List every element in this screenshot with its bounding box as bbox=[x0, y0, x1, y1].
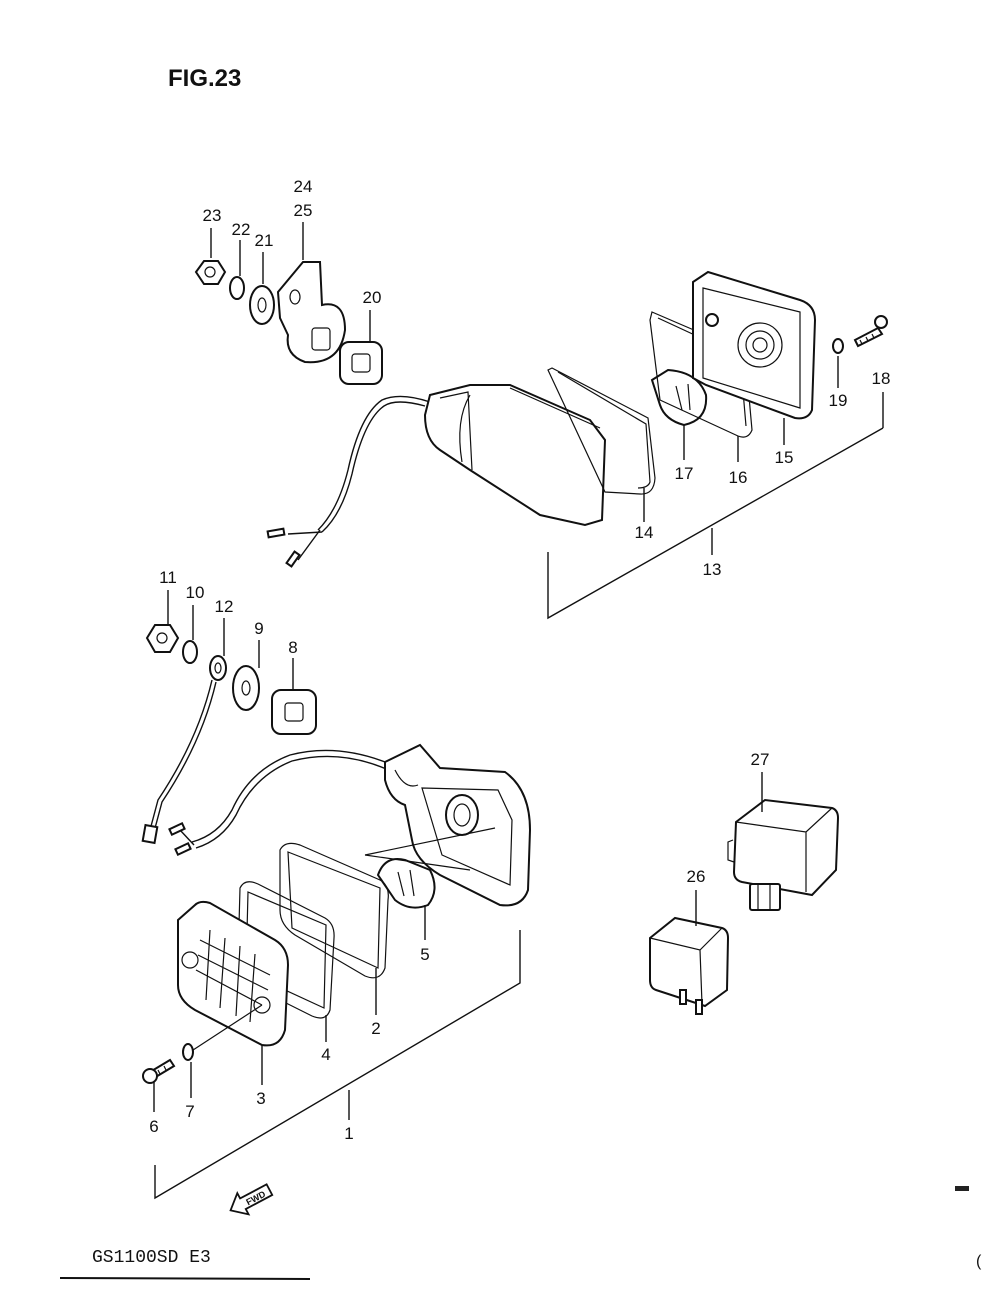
relay-27 bbox=[727, 798, 840, 911]
callout-22: 22 bbox=[232, 220, 251, 239]
lower-turn-signal-assembly bbox=[141, 624, 532, 1084]
callout-2: 2 bbox=[371, 1019, 380, 1038]
lower-leader-lines bbox=[153, 590, 521, 1200]
lens-3 bbox=[177, 900, 290, 1047]
grommet-8 bbox=[271, 689, 317, 735]
callout-24: 24 bbox=[294, 177, 313, 196]
footer-rule bbox=[59, 1277, 311, 1280]
callout-25: 25 bbox=[294, 201, 313, 220]
callout-labels: 1 2 3 4 5 6 7 8 9 10 11 12 13 14 15 16 1… bbox=[149, 177, 890, 1143]
callout-21: 21 bbox=[255, 231, 274, 250]
upper-housing-14 bbox=[423, 384, 607, 527]
washer-19 bbox=[832, 338, 844, 354]
callout-26: 26 bbox=[687, 867, 706, 886]
callout-19: 19 bbox=[829, 391, 848, 410]
bracket-24-25 bbox=[276, 261, 347, 364]
callout-3: 3 bbox=[256, 1089, 265, 1108]
callout-9: 9 bbox=[254, 619, 263, 638]
nut-11 bbox=[145, 624, 180, 653]
washer-21 bbox=[249, 285, 275, 325]
gasket-16 bbox=[649, 311, 753, 438]
callout-8: 8 bbox=[288, 638, 297, 657]
ground-wire bbox=[149, 679, 213, 831]
washer-7 bbox=[182, 1043, 194, 1061]
callout-7: 7 bbox=[185, 1102, 194, 1121]
callout-15: 15 bbox=[775, 448, 794, 467]
upper-wire-harness bbox=[317, 395, 431, 531]
forward-direction-arrow: FWD bbox=[229, 1183, 274, 1216]
callout-17: 17 bbox=[675, 464, 694, 483]
callout-13: 13 bbox=[703, 560, 722, 579]
figure-title: FIG.23 bbox=[168, 65, 241, 92]
model-code: GS1100SD E3 bbox=[92, 1248, 211, 1268]
callout-12: 12 bbox=[215, 597, 234, 616]
terminal-12 bbox=[209, 655, 227, 681]
edge-mark bbox=[955, 1186, 969, 1191]
relay-26 bbox=[649, 916, 730, 1015]
callout-16: 16 bbox=[729, 468, 748, 487]
nut-23 bbox=[194, 260, 227, 285]
callout-4: 4 bbox=[321, 1045, 330, 1064]
upper-leader-lines bbox=[210, 222, 884, 620]
lock-washer-22 bbox=[229, 276, 245, 300]
callout-11: 11 bbox=[159, 568, 177, 587]
callout-20: 20 bbox=[363, 288, 382, 307]
callout-1: 1 bbox=[344, 1124, 353, 1143]
gasket-2 bbox=[279, 842, 389, 979]
callout-6: 6 bbox=[149, 1117, 158, 1136]
callout-14: 14 bbox=[635, 523, 654, 542]
lens-15 bbox=[692, 270, 817, 420]
screw-18 bbox=[853, 326, 884, 348]
upper-turn-signal-assembly bbox=[194, 260, 888, 568]
callout-18: 18 bbox=[872, 369, 891, 388]
lock-washer-10 bbox=[182, 640, 198, 664]
lower-wire-harness bbox=[191, 749, 396, 843]
callout-5: 5 bbox=[420, 945, 429, 964]
grommet-20 bbox=[339, 341, 383, 385]
callout-10: 10 bbox=[186, 583, 205, 602]
callout-27: 27 bbox=[751, 750, 770, 769]
bulb-5 bbox=[376, 858, 436, 909]
gasket-14 bbox=[547, 367, 656, 495]
callout-23: 23 bbox=[203, 206, 222, 225]
washer-9 bbox=[232, 665, 260, 711]
stray-mark: ( bbox=[976, 1253, 982, 1270]
